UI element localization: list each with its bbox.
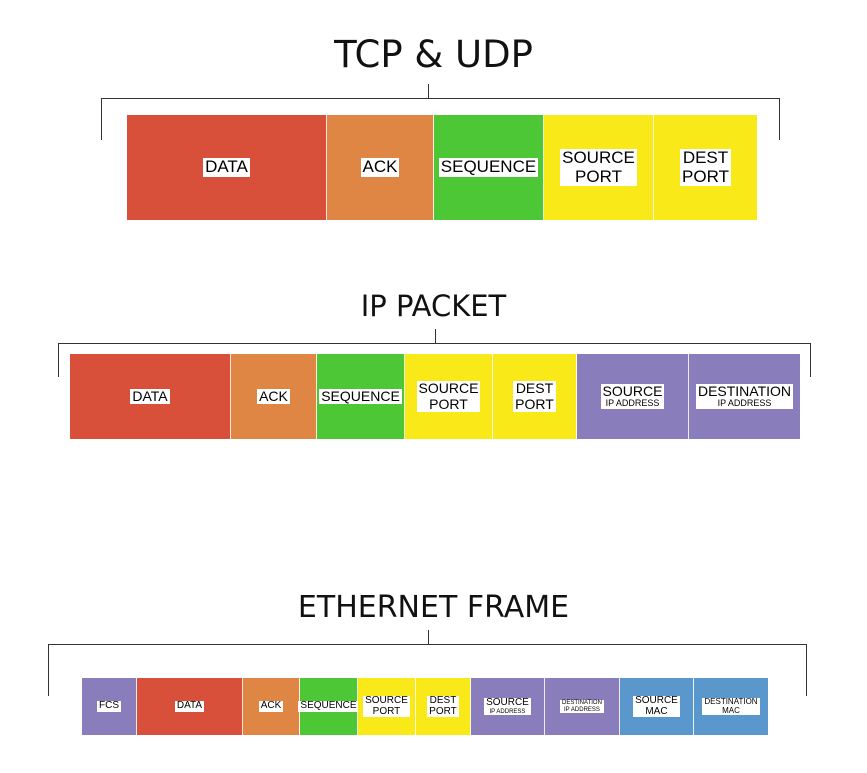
tcp-udp-sequence-label-line: SEQUENCE [440,157,537,177]
ip-packet-data-label: DATA [130,387,170,405]
tcp-udp-sequence-segment: SEQUENCE [434,115,544,220]
ip-packet-bracket-stem [435,329,436,343]
ethernet-frame-fcs-label-line: FCS [98,700,119,712]
ethernet-frame-source-ip-label-line: SOURCE [486,696,529,708]
ip-packet-destination-ip-label-line: IP ADDRESS [717,398,772,409]
tcp-udp-bracket [101,98,780,140]
ethernet-frame-fcs-segment: FCS [82,678,137,735]
ip-packet-sequence-label-line: SEQUENCE [321,387,400,404]
ip-packet-dest-port-label-line: PORT [515,395,554,412]
tcp-udp-source-port-label-line: SOURCE [562,148,635,168]
tcp-udp-data-label-line: DATA [205,157,248,177]
ethernet-frame-dest-port-label-line: PORT [429,705,457,717]
tcp-udp-ack-label: ACK [360,157,400,177]
ip-packet-data-label-line: DATA [132,387,168,404]
ethernet-frame-source-port-label-line: SOURCE [365,694,408,706]
ip-packet-source-ip-label-line: SOURCE [602,383,663,400]
ip-packet-title: IP PACKET [360,289,507,323]
tcp-udp-source-port-label-line: PORT [575,166,622,186]
ethernet-frame-sequence-segment: SEQUENCE [298,678,359,735]
ethernet-frame-ack-segment: ACK [242,678,300,735]
tcp-udp-sequence-label: SEQUENCE [438,157,539,177]
ethernet-frame-bracket [48,644,807,696]
ethernet-frame-source-mac-label-line: MAC [645,705,668,717]
tcp-udp-ack-label-line: ACK [362,157,398,177]
ethernet-frame-ack-label: ACK [258,700,284,712]
ethernet-frame-source-mac-label-line: SOURCE [635,694,678,706]
ip-packet-ack-label-line: ACK [259,387,288,404]
ip-packet-dest-port-label-line: DEST [515,380,554,397]
ethernet-frame-destination-mac-label-line: DESTINATION [704,696,758,706]
ethernet-frame-sequence-label: SEQUENCE [298,700,359,712]
tcp-udp-title: TCP & UDP [334,33,533,76]
ethernet-frame-title: ETHERNET FRAME [297,590,570,625]
ip-packet-source-ip-label-line: IP ADDRESS [605,398,660,409]
tcp-udp-bracket-stem [428,84,429,98]
tcp-udp-dest-port-label-line: PORT [682,166,729,186]
ethernet-frame-destination-ip-label-line: DESTINATION [562,700,602,707]
tcp-udp-dest-port-label-line: DEST [682,148,729,168]
ethernet-frame-destination-mac-label-line: MAC [722,705,740,715]
ethernet-frame-ack-label-line: ACK [260,700,282,712]
ip-packet-data-segment: DATA [70,354,231,439]
ethernet-frame-data-segment: DATA [136,678,243,735]
ethernet-frame-dest-port-label-line: DEST [429,694,457,706]
ethernet-frame-fcs-label: FCS [96,700,121,712]
ip-packet-bracket [58,343,811,377]
ethernet-frame-bracket-stem [428,630,429,644]
ip-packet-sequence-segment: SEQUENCE [317,354,405,439]
ip-packet-source-port-label-line: PORT [429,395,468,412]
tcp-udp-ack-segment: ACK [327,115,434,220]
ip-packet-ack-label: ACK [257,387,290,405]
ip-packet-ack-segment: ACK [231,354,317,439]
ethernet-frame-data-label-line: DATA [176,700,203,712]
ethernet-frame-destination-ip-label-line: IP ADDRESS [564,706,600,713]
ip-packet-source-port-label-line: SOURCE [418,380,479,397]
ip-packet-destination-ip-label-line: DESTINATION [697,383,792,400]
ip-packet-sequence-label: SEQUENCE [319,387,402,405]
ethernet-frame-source-port-label-line: PORT [372,705,401,717]
ethernet-frame-source-ip-label-line: IP ADDRESS [489,708,526,715]
tcp-udp-data-segment: DATA [127,115,327,220]
ethernet-frame-sequence-label-line: SEQUENCE [300,700,357,712]
ethernet-frame-data-label: DATA [174,700,205,712]
tcp-udp-data-label: DATA [203,157,250,177]
